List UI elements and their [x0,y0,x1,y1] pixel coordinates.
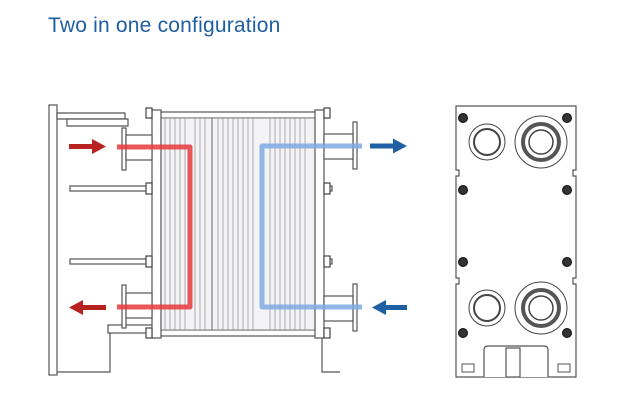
hot-inlet-arrow-icon [69,139,106,154]
hot-outlet-arrow-icon [69,300,106,315]
fixed-frame-plate [151,109,162,339]
port [468,115,568,335]
cold-inlet-arrow-icon [372,300,407,315]
bottom-bracket [57,329,128,373]
top-carrying-bar [56,112,126,120]
left-ports [121,127,153,329]
hot-flow-path [117,144,193,310]
diagram-title: Two in one configuration [48,14,281,37]
support-leg [321,338,340,373]
front-view [455,105,577,378]
pressure-plate [314,109,325,339]
bolt-holes [458,113,572,338]
cold-outlet-arrow-icon [370,138,407,154]
plate-pack [159,117,316,331]
frame-post [48,104,58,376]
right-ports [323,121,358,332]
cold-flow-path [259,143,362,310]
side-view [48,104,407,376]
